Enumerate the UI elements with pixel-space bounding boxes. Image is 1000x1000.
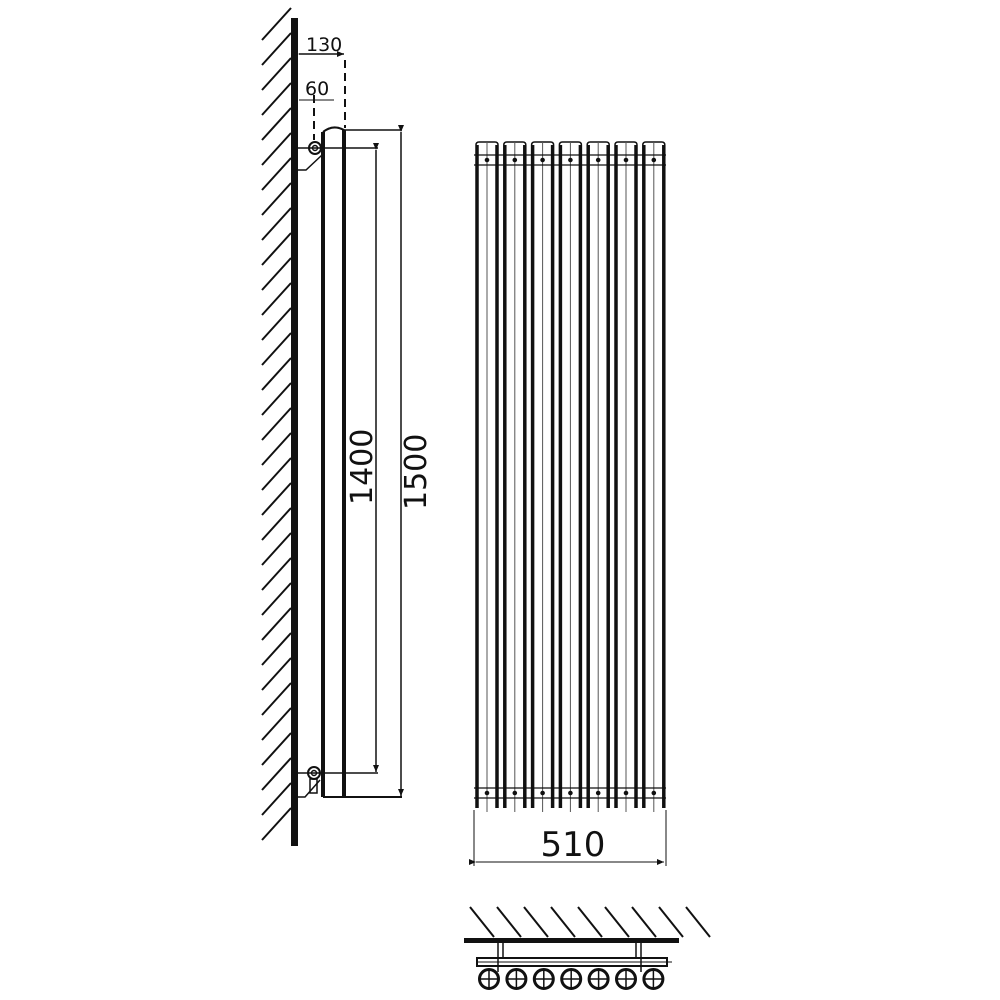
hatch-line xyxy=(261,732,292,766)
front-tube xyxy=(503,141,527,812)
hatch-line xyxy=(261,257,292,291)
mount-point xyxy=(512,790,518,796)
hatch-line xyxy=(261,632,292,666)
hatch-line xyxy=(261,7,292,41)
plan-tube xyxy=(642,968,665,990)
hatch-line xyxy=(261,482,292,516)
plan-tube xyxy=(587,968,610,990)
hatch-line xyxy=(261,507,292,541)
top-bracket xyxy=(298,141,378,171)
wall xyxy=(291,18,298,846)
front-tube xyxy=(614,141,638,812)
hatch-line xyxy=(469,906,495,938)
front-view xyxy=(474,141,666,812)
hatch-line xyxy=(261,657,292,691)
hatch-line xyxy=(261,32,292,66)
mount-point xyxy=(595,790,601,796)
hatch-line xyxy=(261,182,292,216)
wall-hatching xyxy=(261,7,292,841)
dim-width xyxy=(469,810,667,866)
mount-point xyxy=(568,157,573,163)
mount-point xyxy=(512,157,518,163)
front-tube xyxy=(642,141,666,812)
hatch-line xyxy=(658,906,684,938)
hatch-line xyxy=(261,332,292,366)
dim-label-60: 60 xyxy=(305,78,329,100)
mount-point xyxy=(623,157,629,163)
hatch-line xyxy=(261,432,292,466)
front-tube xyxy=(530,141,555,812)
hatch-line xyxy=(261,707,292,741)
plan-view xyxy=(464,906,711,990)
hatch-line xyxy=(604,906,630,938)
hatch-line xyxy=(261,682,292,716)
hatch-line xyxy=(261,557,292,591)
hatch-line xyxy=(685,906,711,938)
mount-point xyxy=(484,157,490,163)
hatch-line xyxy=(261,307,292,341)
hatch-line xyxy=(261,57,292,91)
dim-label-130: 130 xyxy=(306,34,342,56)
hatch-line xyxy=(261,582,292,616)
hatch-line xyxy=(261,782,292,816)
mount-point xyxy=(595,157,601,163)
plan-wall xyxy=(464,938,679,943)
mount-point xyxy=(651,790,657,796)
dim-label-510: 510 xyxy=(541,825,606,865)
mount-point xyxy=(651,157,657,163)
hatch-line xyxy=(261,532,292,566)
mount-point xyxy=(568,790,573,796)
hatch-line xyxy=(496,906,522,938)
mount-point xyxy=(540,790,545,796)
hatch-line xyxy=(261,132,292,166)
hatch-line xyxy=(523,906,549,938)
hatch-line xyxy=(261,282,292,316)
hatch-line xyxy=(261,457,292,491)
dim-label-1400: 1400 xyxy=(345,429,380,505)
plan-tube xyxy=(532,968,555,990)
plan-wall-hatching xyxy=(469,906,711,938)
mount-point xyxy=(623,790,629,796)
radiator-side-profile xyxy=(321,126,402,798)
hatch-line xyxy=(631,906,657,938)
side-view xyxy=(261,7,404,846)
hatch-line xyxy=(550,906,576,938)
dim-label-1500: 1500 xyxy=(399,434,434,510)
hatch-line xyxy=(261,207,292,241)
plan-tube xyxy=(478,968,500,990)
hatch-line xyxy=(261,232,292,266)
hatch-line xyxy=(261,82,292,116)
hatch-line xyxy=(261,807,292,841)
mount-point xyxy=(484,790,490,796)
plan-tube xyxy=(615,968,637,990)
hatch-line xyxy=(261,357,292,391)
front-tube xyxy=(475,141,499,812)
hatch-line xyxy=(261,157,292,191)
hatch-line xyxy=(261,407,292,441)
plan-tube xyxy=(560,968,583,990)
plan-tube xyxy=(505,968,528,990)
front-tube xyxy=(558,141,583,812)
hatch-line xyxy=(261,382,292,416)
bottom-bracket xyxy=(298,766,378,798)
front-tube xyxy=(586,141,610,812)
mount-point xyxy=(540,157,545,163)
hatch-line xyxy=(261,607,292,641)
hatch-line xyxy=(577,906,603,938)
hatch-line xyxy=(261,757,292,791)
hatch-line xyxy=(261,107,292,141)
